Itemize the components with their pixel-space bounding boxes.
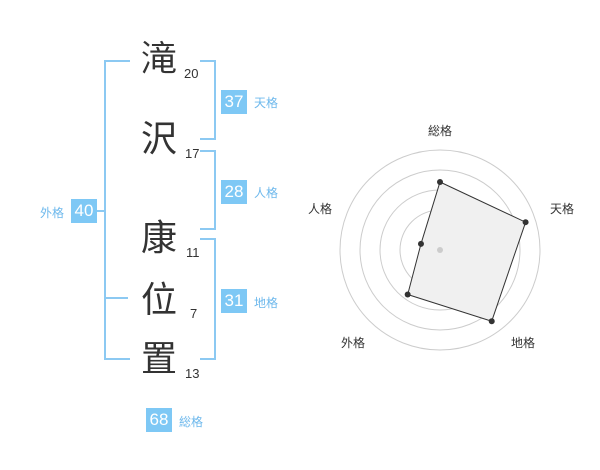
name-char-2: 沢 <box>141 119 178 160</box>
gaikaku-value: 40 <box>71 199 97 223</box>
chikaku-label: 地格 <box>254 296 279 310</box>
jinkaku-value: 28 <box>221 180 247 204</box>
tenkaku-value: 37 <box>221 90 247 114</box>
chikaku-value: 31 <box>221 289 247 313</box>
radar-grid-ring-4 <box>359 169 521 331</box>
name-char-1: 滝 <box>141 39 178 80</box>
stroke-count-2: 17 <box>185 146 200 161</box>
gaikaku-bracket <box>104 60 130 360</box>
jinkaku-label: 人格 <box>254 186 279 200</box>
soukaku-value: 68 <box>146 408 172 432</box>
radar-chart <box>339 149 541 351</box>
radar-point-3 <box>488 318 495 325</box>
soukaku-label: 総格 <box>179 415 204 429</box>
radar-grid-ring-5 <box>339 149 541 351</box>
stroke-count-5: 13 <box>185 366 200 381</box>
stroke-count-3: 11 <box>186 245 200 260</box>
radar-point-4 <box>404 291 411 298</box>
radar-point-2 <box>522 219 529 226</box>
radar-point-5 <box>417 240 424 247</box>
radar-axis-label-jinkaku: 人格 <box>308 202 333 216</box>
radar-axis-label-chikaku: 地格 <box>511 336 536 350</box>
name-char-3: 康 <box>141 218 178 259</box>
radar-axis-label-soukaku: 総格 <box>428 124 453 138</box>
radar-points <box>404 179 529 325</box>
radar-axis-label-gaikaku: 外格 <box>341 336 366 350</box>
radar-center-dot <box>437 247 443 253</box>
chikaku-bracket <box>200 238 216 360</box>
stroke-count-1: 20 <box>184 66 199 81</box>
gaikaku-label: 外格 <box>40 206 65 220</box>
stroke-count-4: 7 <box>190 306 198 321</box>
gaikaku-bracket-stub <box>104 297 128 299</box>
radar-axis-label-tenkaku: 天格 <box>550 202 575 216</box>
radar-polygon <box>407 181 527 322</box>
name-char-4: 位 <box>141 280 178 321</box>
tenkaku-bracket <box>200 60 216 140</box>
jinkaku-bracket <box>200 150 216 230</box>
gaikaku-bracket-tick <box>96 210 105 212</box>
tenkaku-label: 天格 <box>254 96 279 110</box>
radar-point-1 <box>437 179 443 185</box>
name-char-5: 置 <box>141 339 178 380</box>
